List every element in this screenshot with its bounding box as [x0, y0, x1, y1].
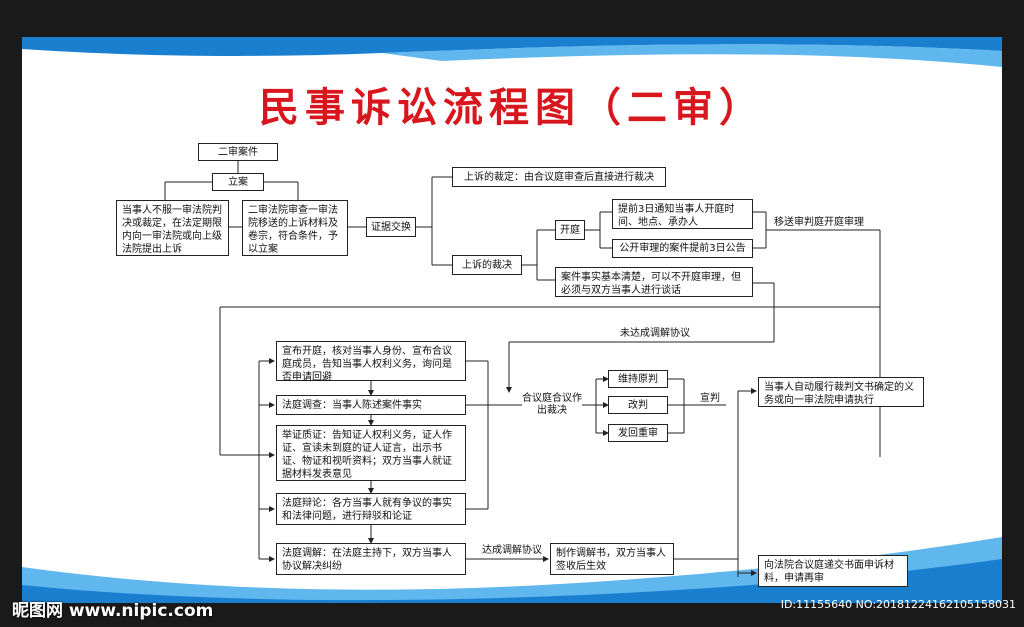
- flow-connectors: [164, 161, 881, 577]
- uphold-box: 维持原判: [608, 370, 668, 388]
- cross-exam-box: 举证质证：告知证人权利义务，证人作证、宣读未到庭的证人证言，出示书证、物证和视听…: [276, 425, 466, 481]
- collegiate-label: 合议庭合议作出裁决: [522, 393, 582, 416]
- pronounce-label: 宣判: [700, 393, 720, 404]
- mediation-box: 法庭调解：在法庭主持下，双方当事人协议解决纠纷: [276, 543, 466, 575]
- revise-box: 改判: [608, 396, 668, 414]
- open-session-box: 宣布开庭，核对当事人身份、宣布合议庭成员，告知当事人权利义务，询问是否申请回避: [276, 341, 466, 383]
- watermark-id: ID:11155640 NO:20181224162105158031: [780, 598, 1016, 611]
- appeal-ruling-box: 上诉的裁定：由合议庭审查后直接进行裁决: [452, 167, 666, 187]
- wave-background: [22, 37, 1002, 603]
- open-court-box: 开庭: [555, 220, 585, 240]
- debate-box: 法庭辩论：各方当事人就有争议的事实和法律问题，进行辩驳和论证: [276, 493, 466, 525]
- mediation-doc-box: 制作调解书，双方当事人签收后生效: [550, 543, 674, 575]
- retrial-box: 向法院合议庭递交书面申诉材料，申请再审: [758, 555, 908, 587]
- poster-board: 民事诉讼流程图（二审）: [22, 37, 1002, 603]
- page-title: 民事诉讼流程图（二审）: [259, 85, 765, 131]
- appeal-judgment-box: 上诉的裁决: [452, 255, 522, 275]
- filing-box: 立案: [212, 173, 264, 191]
- to-hearing-label: 移送审判庭开庭审理: [774, 217, 864, 228]
- party-appeal-box: 当事人不服一审法院判决或裁定，在法定期限内向一审法院或向上级法院提出上诉: [116, 200, 229, 256]
- execute-box: 当事人自动履行裁判文书确定的义务或向一审法院申请执行: [758, 377, 924, 407]
- watermark-site: 昵图网 www.nipic.com: [12, 601, 214, 621]
- agreement-label: 达成调解协议: [482, 545, 542, 556]
- notice-box: 提前3日通知当事人开庭时间、地点、承办人: [612, 199, 753, 229]
- no-agreement-label: 未达成调解协议: [620, 328, 690, 339]
- investigation-box: 法庭调查：当事人陈述案件事实: [276, 395, 466, 415]
- case-type-box: 二审案件: [198, 143, 278, 161]
- no-hearing-box: 案件事实基本清楚，可以不开庭审理，但必须与双方当事人进行谈话: [555, 267, 753, 297]
- evidence-exchange-box: 证据交换: [366, 217, 416, 237]
- announce-box: 公开审理的案件提前3日公告: [612, 239, 753, 258]
- court-review-box: 二审法院审查一审法院移送的上诉材料及卷宗，符合条件，予以立案: [242, 200, 348, 256]
- remand-box: 发回重审: [608, 424, 668, 442]
